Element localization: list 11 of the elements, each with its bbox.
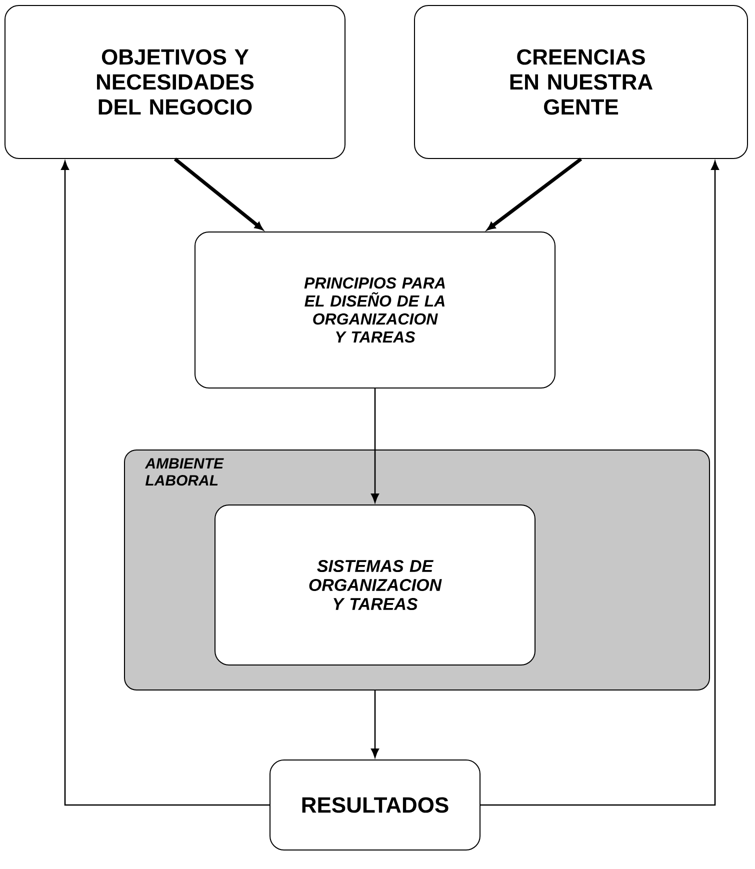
process-box: SISTEMAS DE ORGANIZACION Y TAREAS	[214, 504, 536, 666]
arrow	[174, 158, 263, 230]
arrow	[61, 160, 270, 806]
process-box: CREENCIAS EN NUESTRA GENTE	[414, 4, 748, 159]
arrow	[371, 690, 379, 758]
process-box: RESULTADOS	[270, 760, 480, 850]
process-box: OBJETIVOS Y NECESIDADES DEL NEGOCIO	[4, 4, 346, 159]
process-box: PRINCIPIOS PARA EL DISEÑO DE LA ORGANIZACION Y TAREAS	[194, 232, 556, 388]
arrow	[487, 158, 582, 230]
arrow	[480, 160, 719, 806]
arrow	[371, 388, 379, 503]
